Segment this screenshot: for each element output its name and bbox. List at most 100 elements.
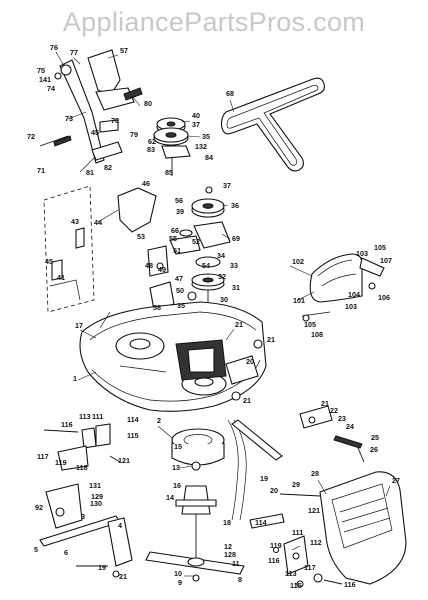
part-callout-103: 103 [356,249,368,258]
part-callout-73: 73 [65,114,73,123]
part-callout-3: 3 [81,512,85,521]
part-callout-121: 121 [308,506,320,515]
part-callout-115: 115 [290,581,302,590]
part-callout-21: 21 [267,335,275,344]
part-callout-107: 107 [380,256,392,265]
part-callout-66: 66 [171,226,179,235]
part-callout-128: 128 [224,550,236,559]
part-callout-105: 105 [304,320,316,329]
watermark-header: AppliancePartsPros.com [0,0,428,44]
part-callout-113: 113 [79,412,91,421]
part-callout-72: 72 [27,132,35,141]
part-callout-119: 119 [55,458,67,467]
part-callout-51: 51 [173,246,181,255]
part-callout-2: 2 [157,416,161,425]
part-callout-78: 78 [111,116,119,125]
part-callout-69: 69 [232,234,240,243]
part-callout-129: 129 [91,492,103,501]
part-callout-37: 37 [192,120,200,129]
part-callout-12: 12 [224,542,232,551]
part-callout-52: 52 [192,237,200,246]
part-callout-50: 50 [176,286,184,295]
part-callout-53: 53 [137,232,145,241]
part-callout-116: 116 [61,420,73,429]
part-callout-41: 41 [57,273,65,282]
mower-deck [79,301,267,412]
part-callout-28: 28 [311,469,319,478]
front-linkage [39,423,133,578]
part-callout-48: 48 [145,261,153,270]
part-callout-43: 43 [71,217,79,226]
part-callout-83: 83 [147,145,155,154]
part-callout-47: 47 [175,274,183,283]
part-callout-27: 27 [392,476,400,485]
belt-guide [227,405,365,529]
part-callout-44: 44 [94,218,102,227]
part-callout-102: 102 [292,257,304,266]
part-callout-24: 24 [346,422,354,431]
part-callout-118: 118 [76,463,88,472]
part-callout-10: 10 [174,569,182,578]
part-callout-54: 54 [202,261,210,270]
part-callout-112: 112 [310,538,322,547]
part-callout-32: 32 [218,272,226,281]
part-callout-92: 92 [35,503,43,512]
part-callout-105: 105 [374,243,386,252]
part-callout-16: 16 [173,481,181,490]
part-callout-79: 79 [130,130,138,139]
part-callout-116: 116 [268,556,280,565]
part-callout-74: 74 [47,84,55,93]
part-callout-130: 130 [90,499,102,508]
part-callout-37: 37 [223,181,231,190]
leader-lines [55,51,391,577]
drive-belt [220,77,325,172]
rear-bracket [272,535,343,588]
idler-assembly [117,117,231,326]
part-callout-76: 76 [50,43,58,52]
part-callout-103: 103 [345,302,357,311]
part-callout-58: 58 [153,303,161,312]
part-callout-31: 31 [232,283,240,292]
part-callout-111: 111 [292,528,303,537]
part-callout-36: 36 [231,201,239,210]
part-callout-55: 55 [169,234,177,243]
part-callout-13: 13 [172,463,180,472]
part-callout-5: 5 [34,545,38,554]
part-callout-20: 20 [270,486,278,495]
part-callout-21: 21 [321,399,329,408]
part-callout-114: 114 [127,415,139,424]
part-callout-4: 4 [118,521,122,530]
part-callout-49: 49 [158,265,166,274]
part-callout-17: 17 [75,321,83,330]
part-callout-21: 21 [235,320,243,329]
watermark-text: AppliancePartsPros.com [62,6,366,37]
part-callout-9: 9 [178,578,182,587]
part-callout-117: 117 [304,563,316,572]
part-callout-45: 45 [91,128,99,137]
part-callout-115: 115 [127,431,139,440]
belt-cover [319,471,407,585]
part-callout-39: 39 [176,207,184,216]
part-callout-15: 15 [174,442,182,451]
discharge-deflector [301,253,385,322]
part-callout-71: 71 [37,166,45,175]
part-callout-35: 35 [202,132,210,141]
lift-linkage [39,49,143,313]
part-callout-11: 11 [232,559,240,568]
part-callout-40: 40 [192,111,200,120]
part-callout-131: 131 [89,481,101,490]
part-callout-141: 141 [39,75,51,84]
part-callout-19: 19 [260,474,268,483]
part-callout-106: 106 [378,293,390,302]
part-callout-46: 46 [142,179,150,188]
part-callout-80: 80 [144,99,152,108]
part-callout-82: 82 [104,163,112,172]
part-callout-114: 114 [255,518,267,527]
part-callout-45: 45 [45,257,53,266]
part-callout-20: 20 [246,357,254,366]
part-callout-68: 68 [226,89,234,98]
part-callout-26: 26 [370,445,378,454]
part-callout-25: 25 [371,433,379,442]
